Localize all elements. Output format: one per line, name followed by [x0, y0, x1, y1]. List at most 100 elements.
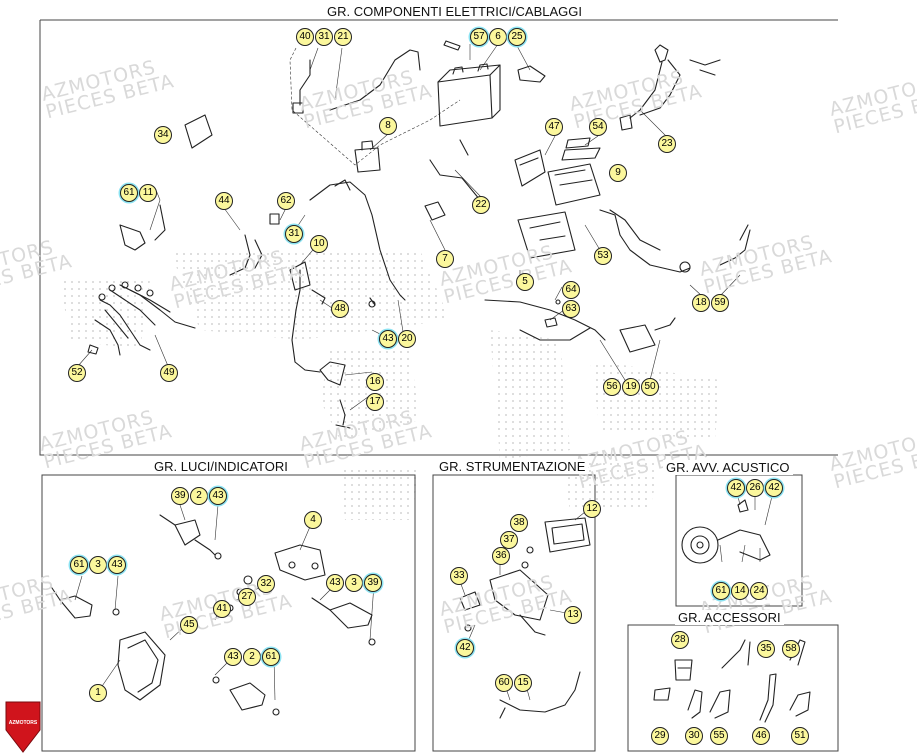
part-number-tag: 54	[589, 118, 607, 136]
part-number-tag: 49	[160, 364, 178, 382]
part-number-tag: 61	[262, 648, 280, 666]
part-number-tag: 35	[757, 640, 775, 658]
part-number-tag: 5	[516, 273, 534, 291]
callout-52[interactable]: 52	[68, 364, 86, 382]
callout-12[interactable]: 12	[583, 500, 601, 518]
part-number-tag: 25	[508, 28, 526, 46]
part-number-tag: 39	[171, 487, 189, 505]
part-number-tag: 39	[364, 574, 382, 592]
part-number-tag: 24	[750, 582, 768, 600]
part-number-tag: 40	[296, 28, 314, 46]
callout-8[interactable]: 8	[379, 117, 397, 135]
section-title-accessories: GR. ACCESSORI	[675, 610, 784, 625]
callout-36[interactable]: 36	[492, 547, 510, 565]
callout-42[interactable]: 42	[456, 639, 474, 657]
callout-55[interactable]: 55	[710, 727, 728, 745]
callout-46[interactable]: 46	[752, 727, 770, 745]
callout-58[interactable]: 58	[782, 640, 800, 658]
part-number-tag: 52	[68, 364, 86, 382]
callout-45[interactable]: 45	[180, 616, 198, 634]
part-number-tag: 47	[545, 118, 563, 136]
part-number-tag: 53	[594, 247, 612, 265]
callout-23[interactable]: 23	[658, 135, 676, 153]
callout-28[interactable]: 28	[671, 631, 689, 649]
logo-text: AZMOTORS	[8, 720, 38, 726]
callout-38[interactable]: 38	[510, 514, 528, 532]
callout-22[interactable]: 22	[472, 196, 490, 214]
part-number-tag: 41	[213, 600, 231, 618]
callout-10[interactable]: 10	[310, 235, 328, 253]
callout-64[interactable]: 64	[562, 281, 580, 299]
callout-32[interactable]: 32	[257, 575, 275, 593]
callout-35[interactable]: 35	[757, 640, 775, 658]
callout-30[interactable]: 30	[685, 727, 703, 745]
part-number-tag: 50	[641, 378, 659, 396]
part-number-tag: 58	[782, 640, 800, 658]
part-number-tag: 34	[154, 126, 172, 144]
part-number-tag: 38	[510, 514, 528, 532]
part-number-tag: 19	[622, 378, 640, 396]
part-number-tag: 42	[765, 479, 783, 497]
part-number-tag: 60	[495, 674, 513, 692]
callout-53[interactable]: 53	[594, 247, 612, 265]
callout-27[interactable]: 27	[238, 588, 256, 606]
part-number-tag: 37	[500, 531, 518, 549]
part-number-tag: 1	[89, 684, 107, 702]
callout-31[interactable]: 31	[285, 225, 303, 243]
callout-5[interactable]: 5	[516, 273, 534, 291]
part-number-tag: 28	[671, 631, 689, 649]
part-number-tag: 63	[562, 300, 580, 318]
instruments-section-frame	[432, 474, 596, 752]
part-number-tag: 8	[379, 117, 397, 135]
callout-4[interactable]: 4	[304, 511, 322, 529]
part-number-tag: 56	[603, 378, 621, 396]
callout-17[interactable]: 17	[366, 393, 384, 411]
callout-1[interactable]: 1	[89, 684, 107, 702]
callout-13[interactable]: 13	[564, 606, 582, 624]
callout-44[interactable]: 44	[215, 192, 233, 210]
callout-29[interactable]: 29	[651, 727, 669, 745]
callout-37[interactable]: 37	[500, 531, 518, 549]
callout-49[interactable]: 49	[160, 364, 178, 382]
callout-51[interactable]: 51	[791, 727, 809, 745]
lights-section-frame	[41, 474, 416, 752]
part-number-tag: 11	[139, 184, 157, 202]
part-number-tag: 45	[180, 616, 198, 634]
callout-54[interactable]: 54	[589, 118, 607, 136]
callout-48[interactable]: 48	[331, 300, 349, 318]
callout-62[interactable]: 62	[277, 192, 295, 210]
part-number-tag: 2	[243, 648, 261, 666]
callout-7[interactable]: 7	[436, 250, 454, 268]
part-number-tag: 3	[89, 556, 107, 574]
callout-47[interactable]: 47	[545, 118, 563, 136]
part-number-tag: 43	[108, 556, 126, 574]
callout-41[interactable]: 41	[213, 600, 231, 618]
part-number-tag: 31	[285, 225, 303, 243]
part-number-tag: 48	[331, 300, 349, 318]
callout-9[interactable]: 9	[609, 164, 627, 182]
callout-63[interactable]: 63	[562, 300, 580, 318]
part-number-tag: 4	[304, 511, 322, 529]
part-number-tag: 23	[658, 135, 676, 153]
callout-16[interactable]: 16	[366, 373, 384, 391]
callout-34[interactable]: 34	[154, 126, 172, 144]
electrical-section-frame	[39, 19, 838, 456]
part-number-tag: 31	[315, 28, 333, 46]
part-number-tag: 36	[492, 547, 510, 565]
part-number-tag: 42	[456, 639, 474, 657]
callout-33[interactable]: 33	[450, 567, 468, 585]
